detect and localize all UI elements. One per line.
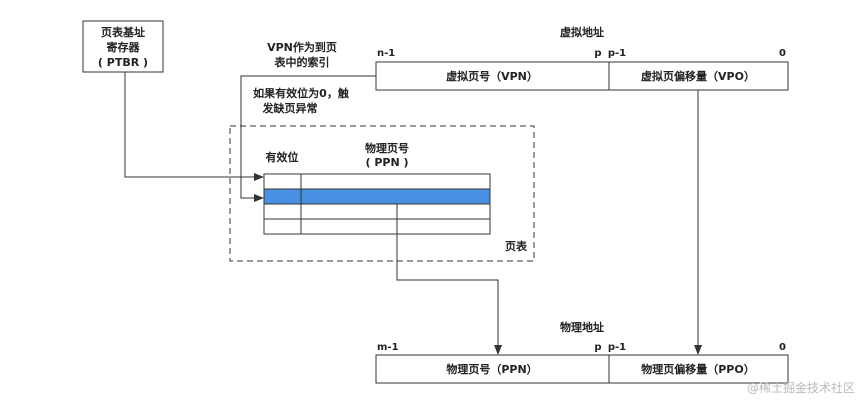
- valid-note-line1: 如果有效位为0，触: [253, 86, 349, 100]
- ptbr-line3: ( PTBR ): [98, 56, 148, 69]
- physical-address-title: 物理地址: [560, 320, 604, 334]
- ppn-copy-arrow: [396, 204, 502, 355]
- virtual-bit-high: n-1: [377, 48, 395, 59]
- ppn-header-line1: 物理页号: [365, 141, 409, 155]
- virtual-address-title: 虚拟地址: [560, 25, 604, 39]
- vpn-index-arrow: [240, 75, 376, 202]
- physical-address: 物理地址 m-1 p p-1 0 物理页号（PPN） 物理页偏移量（PPO）: [375, 320, 789, 384]
- ptbr-to-table-arrow: [124, 72, 264, 181]
- ptbr-line1: 页表基址: [101, 25, 145, 39]
- valid-bit-header: 有效位: [266, 150, 299, 164]
- page-table-label: 页表: [505, 239, 528, 253]
- watermark: @稀土掘金技术社区: [747, 380, 855, 395]
- ppn-header-line2: ( PPN ): [365, 156, 408, 169]
- virtual-address-box: [375, 61, 789, 91]
- physical-bit-p: p: [594, 342, 601, 353]
- selected-entry-highlight: [264, 189, 490, 204]
- ptbr-line2: 寄存器: [107, 40, 141, 54]
- physical-bit-high: m-1: [377, 342, 399, 353]
- physical-bit-zero: 0: [779, 342, 786, 353]
- ppo-field: 物理页偏移量（PPO）: [641, 362, 754, 376]
- page-table-region: [229, 125, 535, 262]
- vpo-field: 虚拟页偏移量（VPO）: [641, 69, 755, 83]
- page-table: 有效位 物理页号 ( PPN ) 页表: [229, 125, 535, 262]
- virtual-bit-p: p: [594, 48, 601, 59]
- ptbr-register: 页表基址 寄存器 ( PTBR ): [82, 20, 164, 73]
- valid-note-line2: 发缺页异常: [262, 101, 318, 115]
- vpn-note-line2: 表中的索引: [274, 55, 330, 69]
- vpn-note-line1: VPN作为到页: [267, 40, 337, 54]
- virtual-bit-zero: 0: [779, 48, 786, 59]
- virtual-address: 虚拟地址 n-1 p p-1 0 虚拟页号（VPN） 虚拟页偏移量（VPO）: [375, 25, 789, 91]
- physical-bit-p-minus-1: p-1: [608, 342, 626, 353]
- virtual-bit-p-minus-1: p-1: [608, 48, 626, 59]
- ptbr-box: [82, 20, 164, 73]
- physical-address-box: [375, 354, 789, 384]
- ppn-field: 物理页号（PPN）: [446, 362, 537, 376]
- vpn-field: 虚拟页号（VPN）: [446, 69, 538, 83]
